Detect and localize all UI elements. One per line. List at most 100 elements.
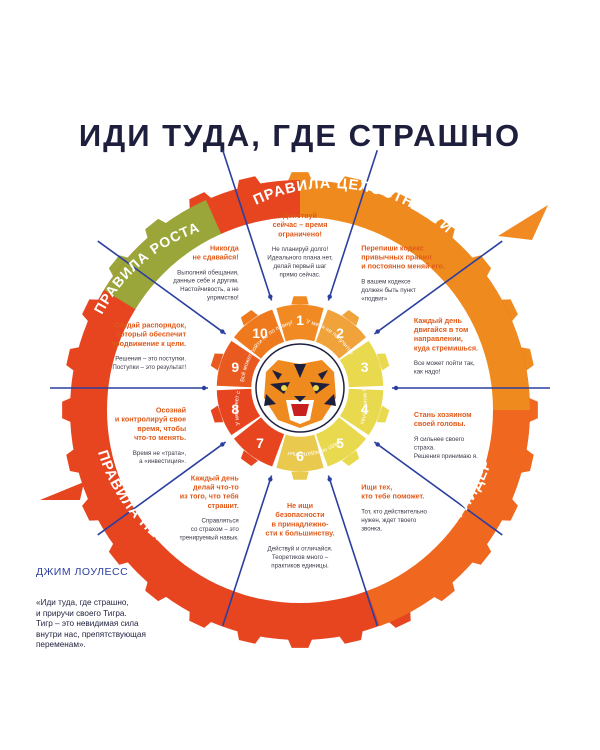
segment-number: 2	[336, 325, 344, 341]
spoke-dot	[327, 477, 332, 482]
decor-triangle-top-right	[498, 205, 548, 240]
segment-number: 10	[252, 325, 268, 341]
segment-body: В вашем кодексе	[361, 278, 411, 285]
segment-body: Справляться	[201, 518, 238, 525]
gear-tooth	[62, 397, 73, 423]
segment-title: продвижение к цели.	[111, 339, 186, 348]
spoke-dot	[268, 477, 273, 482]
segment-body: Не планируй долго!	[272, 246, 329, 253]
segment-body: Решения принимаю я.	[414, 453, 478, 460]
segment-title: Каждый день	[191, 473, 240, 482]
segment-title: Никогда	[210, 243, 240, 252]
segment-title: направлении,	[414, 334, 463, 343]
segment-title: и постоянно меняй его.	[361, 262, 445, 271]
gear-tooth	[527, 397, 538, 423]
segment-title: делай что-то	[193, 483, 239, 492]
segment-body: нужен, ждет твоего	[361, 517, 417, 524]
gear-tooth	[287, 637, 313, 648]
inner-gear-tooth	[240, 309, 258, 326]
segment-number: 5	[336, 435, 344, 451]
segment-title: который обеспечит	[117, 330, 187, 339]
spoke-line	[221, 149, 273, 301]
segment-body: делай первый шаг	[274, 263, 328, 270]
spoke-line	[97, 441, 227, 536]
inner-gear-tooth	[210, 405, 224, 423]
segment-body: упрямство!	[207, 295, 239, 302]
inner-gear-tooth	[342, 309, 360, 326]
segment-title: Перепиши кодекс	[361, 243, 424, 252]
segment-body: Все может пойти так,	[414, 360, 475, 367]
gear-tooth	[108, 541, 130, 565]
segment-body: со страхом – это	[191, 526, 240, 533]
segment-title: страшит.	[208, 501, 239, 510]
segment-title: Создай распорядок,	[114, 320, 186, 329]
segment-body: страха.	[414, 444, 435, 451]
spoke-dot	[268, 294, 273, 299]
segment-number: 8	[231, 401, 239, 417]
spoke-dot	[327, 294, 332, 299]
quote-line: Тигр – это невидимая сила	[36, 619, 139, 628]
segment-title: в принадлежно-	[271, 519, 329, 528]
author-quote: «Иди туда, где страшно, и приручи своего…	[36, 598, 186, 651]
segment-body: Настойчивость, а не	[180, 286, 239, 293]
inner-gear-tooth	[291, 296, 309, 305]
gear-tooth	[145, 580, 169, 602]
segment-number: 3	[361, 359, 369, 375]
segment-title: кто тебе поможет.	[361, 492, 424, 501]
segment-number: 7	[256, 435, 264, 451]
segment-body: практиков единицы.	[271, 562, 329, 569]
segment-title: из того, что тебя	[180, 492, 239, 501]
decor-triangle-bottom-left	[40, 482, 84, 500]
spoke-dot	[220, 442, 225, 447]
segment-body: Идеального плана нет,	[267, 255, 333, 262]
inner-gear-tooth	[291, 471, 309, 480]
inner-gear-tooth	[376, 353, 390, 371]
segment-title: безопасности	[275, 510, 324, 519]
segment-body: Я сильнее своего	[414, 436, 465, 443]
gear-tooth	[287, 172, 313, 183]
segment-body: Время не «трата»,	[133, 450, 187, 457]
inner-gear	[210, 296, 390, 480]
segment-title: ограничено!	[278, 229, 322, 238]
segment-title: Действуй	[283, 211, 317, 220]
segment-number: 9	[231, 359, 239, 375]
segment-body: «подвиг»	[361, 295, 388, 302]
segment-title: не сдавайся!	[193, 253, 239, 262]
spoke-dot	[220, 329, 225, 334]
segment-title: что-то менять.	[134, 433, 186, 442]
segment-body: должен быть пункт	[361, 287, 416, 294]
segment-body: Тот, кто действительно	[361, 508, 427, 515]
quote-line: «Иди туда, где страшно,	[36, 598, 129, 607]
spoke-line	[97, 240, 227, 335]
segment-body: Выполняй обещания,	[177, 269, 239, 276]
inner-gear-tooth	[376, 405, 390, 423]
spoke-line	[327, 149, 379, 301]
spoke-dot	[201, 385, 207, 391]
segment-body: данные себе и другим.	[173, 278, 239, 285]
tiger-icon	[264, 360, 336, 428]
inner-gear-tooth	[210, 353, 224, 371]
quote-line: переменам».	[36, 640, 86, 649]
segment-title: куда стремишься.	[414, 343, 478, 352]
segment-body: Поступки – это результат!	[112, 364, 186, 371]
spoke-line	[327, 475, 379, 627]
spoke-dot	[375, 442, 380, 447]
spoke-line	[221, 475, 273, 627]
segment-body: звонка.	[361, 525, 382, 532]
spoke-dot	[393, 385, 399, 391]
segment-text-block: Создай распорядок,который обеспечитпродв…	[111, 320, 187, 371]
inner-gear-tooth	[342, 450, 360, 467]
quote-line: и приручи своего Тигра.	[36, 608, 127, 618]
author-name: ДЖИМ ЛОУЛЕСС	[36, 566, 129, 578]
segment-title: Ищи тех,	[361, 483, 392, 492]
spoke-line	[373, 441, 503, 536]
gear-tooth	[431, 218, 455, 240]
segment-number: 1	[296, 312, 304, 328]
